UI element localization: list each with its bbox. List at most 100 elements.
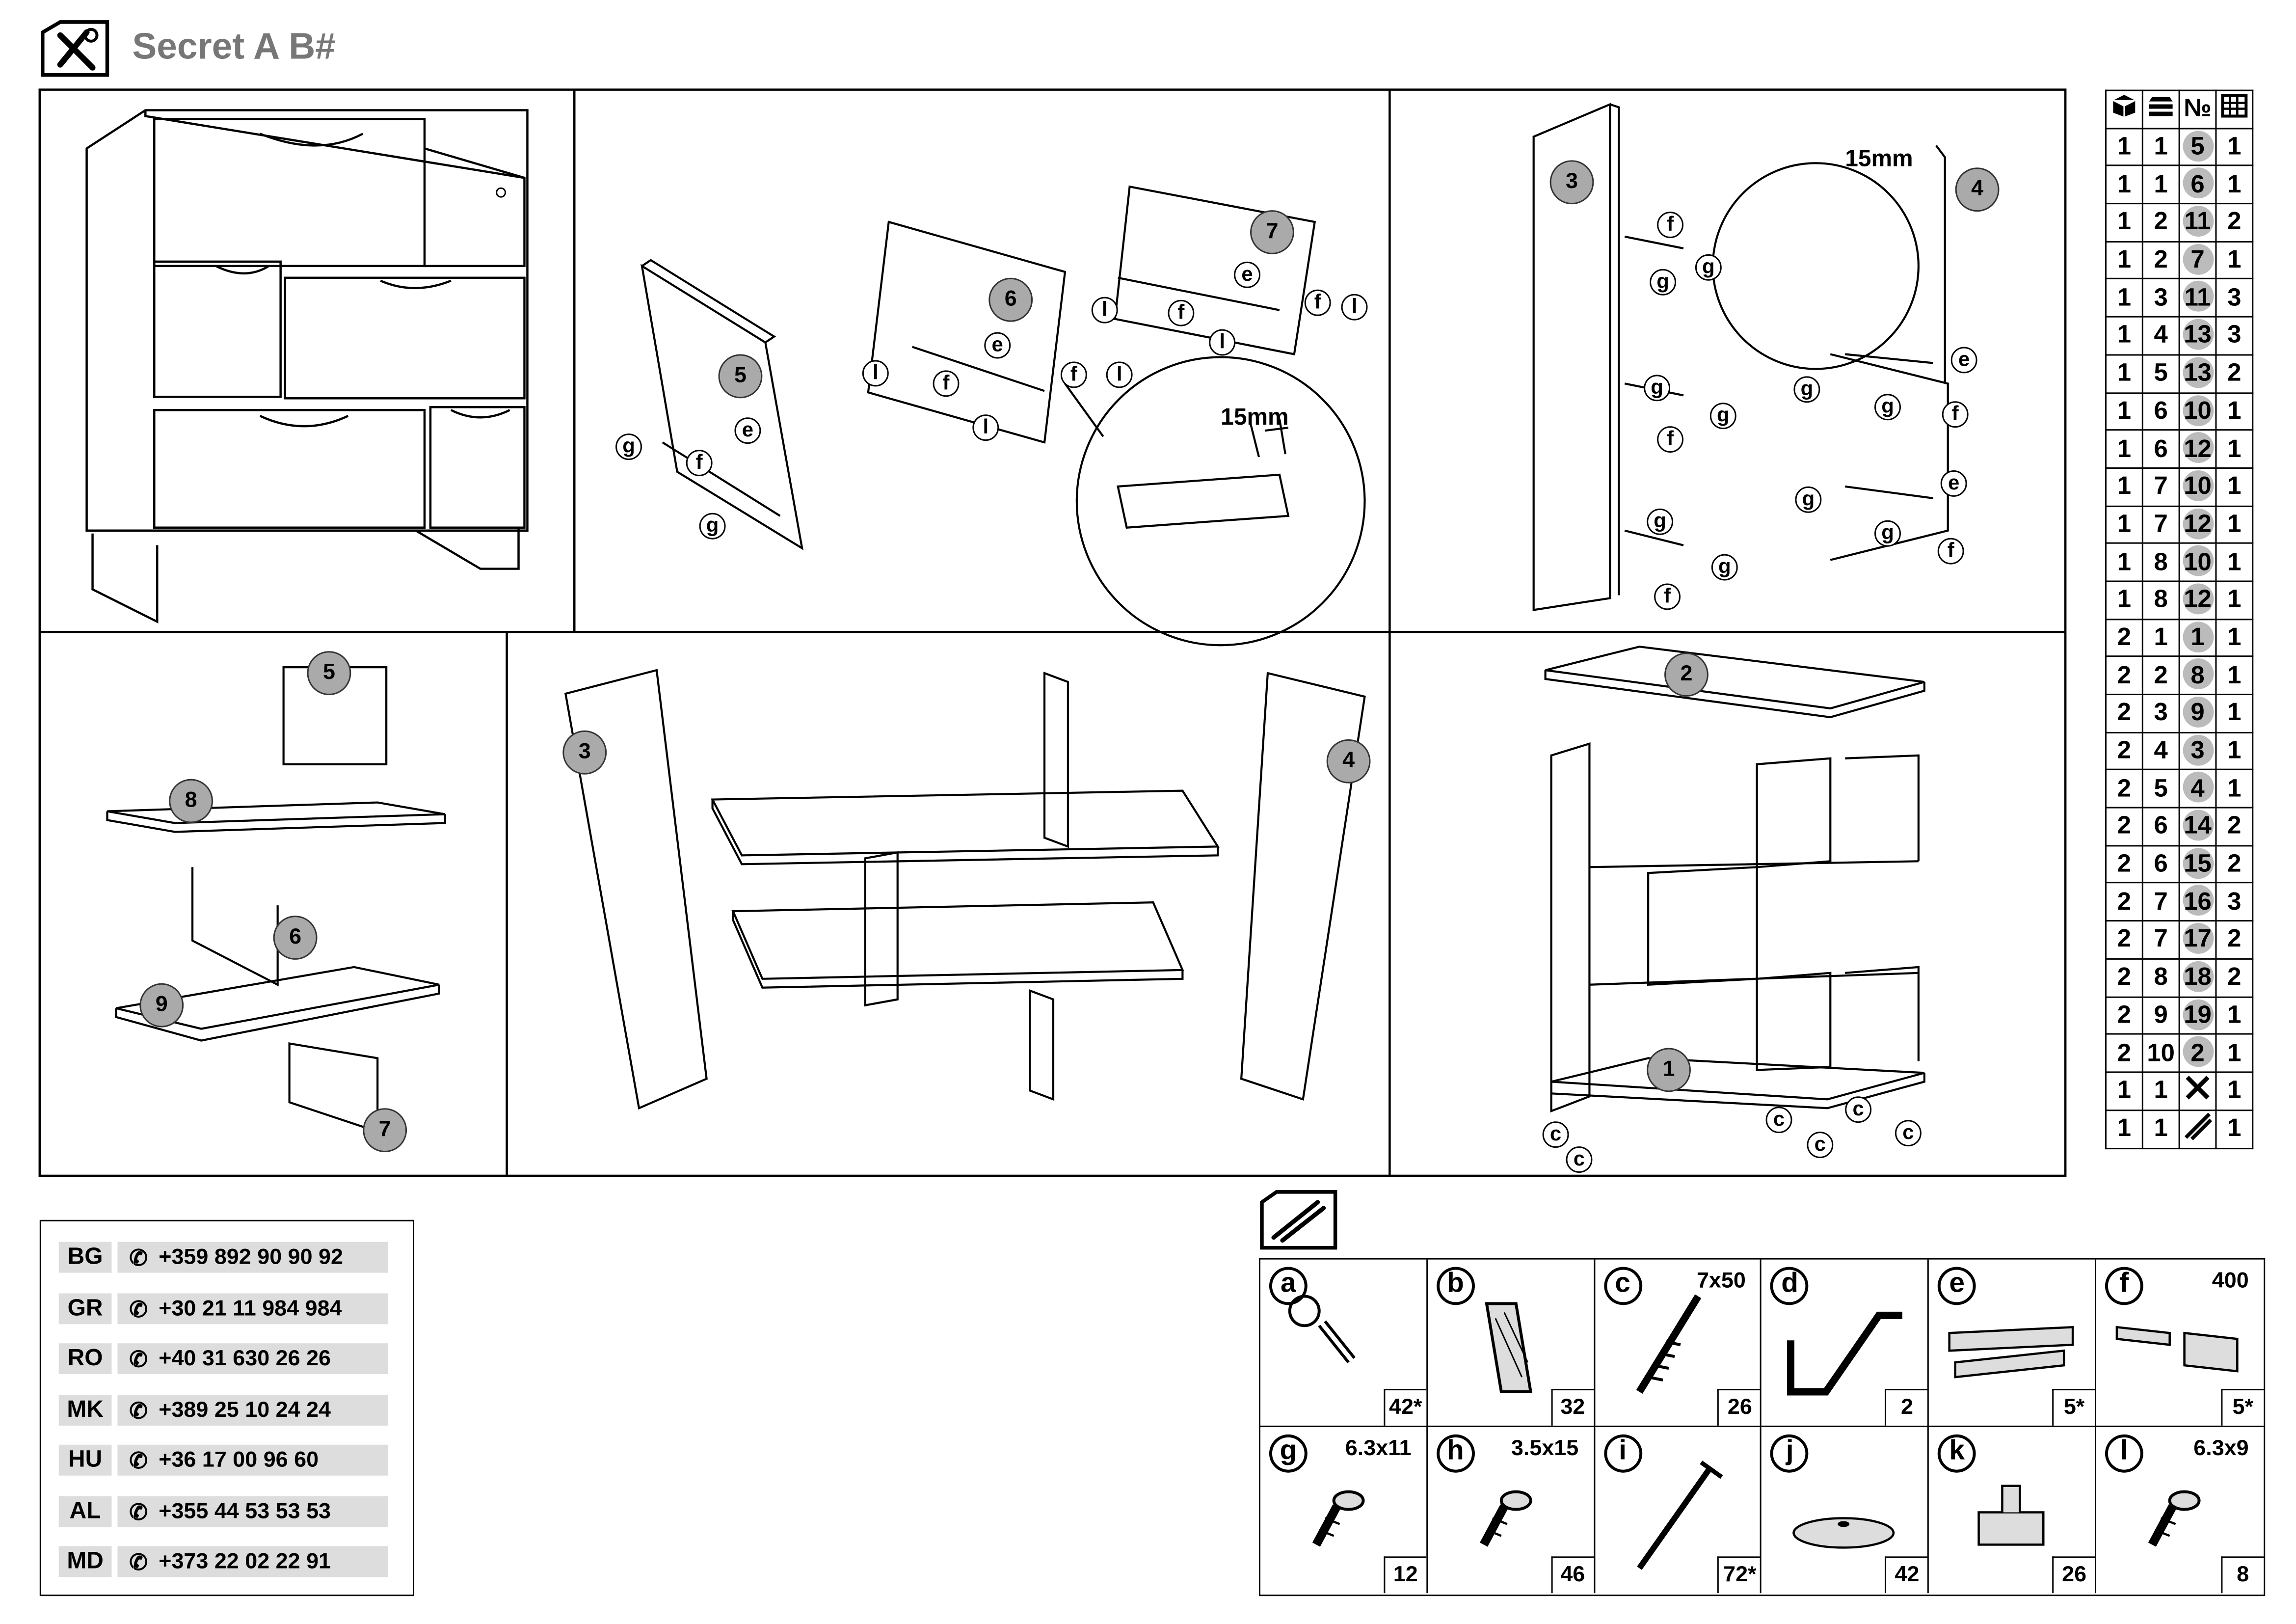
dimension-15mm: 15mm xyxy=(1845,147,1913,172)
hardware-size: 6.3x9 xyxy=(2193,1435,2249,1461)
panel-4-badge: 4 xyxy=(1955,167,2000,212)
panel-4-badge: 4 xyxy=(1326,739,1371,784)
spec-box: 1 xyxy=(2105,353,2143,393)
spec-part-number: 12 xyxy=(2178,505,2217,544)
spec-part-number: 13 xyxy=(2178,353,2217,393)
panel-8-badge: 8 xyxy=(169,779,213,823)
spec-layer: 5 xyxy=(2141,353,2180,393)
tools-icon xyxy=(40,20,110,77)
phone-icon: ✆ xyxy=(129,1297,148,1322)
hardware-quantity: 26 xyxy=(2052,1556,2095,1594)
spec-part-number: 6 xyxy=(2178,165,2217,205)
phone-icon: ✆ xyxy=(129,1500,148,1525)
country-code: MK xyxy=(58,1394,112,1425)
spec-layer: 4 xyxy=(2141,316,2180,355)
country-code: MD xyxy=(58,1546,112,1577)
spec-quantity: 1 xyxy=(2215,391,2254,431)
spec-box: 1 xyxy=(2105,278,2143,318)
country-code: HU xyxy=(58,1444,112,1476)
phone-icon: ✆ xyxy=(129,1449,148,1474)
spec-box: 2 xyxy=(2105,656,2143,696)
spec-quantity: 1 xyxy=(2215,656,2254,696)
spec-box: 1 xyxy=(2105,165,2143,205)
hardware-quantity: 72* xyxy=(1717,1556,1761,1594)
panel-5-badge: 5 xyxy=(718,354,763,399)
spec-layer: 1 xyxy=(2141,1109,2180,1149)
hardware-letter: l xyxy=(2105,1434,2143,1472)
phone-number: ✆+36 17 00 96 60 xyxy=(117,1444,388,1476)
spec-box: 1 xyxy=(2105,542,2143,582)
phone-number: ✆+40 31 630 26 26 xyxy=(117,1343,388,1375)
panel-5-badge: 5 xyxy=(307,651,351,696)
phone-icon: ✆ xyxy=(129,1348,148,1373)
contact-row: RO✆+40 31 630 26 26 xyxy=(58,1343,388,1375)
metal-leg-icon xyxy=(1788,1311,1903,1396)
hardware-quantity: 5* xyxy=(2220,1388,2264,1425)
spec-quantity: 1 xyxy=(2215,1071,2254,1111)
spec-layer: 3 xyxy=(2141,694,2180,733)
phone-number: ✆+389 25 10 24 24 xyxy=(117,1394,388,1425)
spec-part-number: 2 xyxy=(2178,1033,2217,1073)
page-title: Secret A B# xyxy=(132,26,336,68)
screw-icon xyxy=(2148,1489,2201,1546)
box-icon xyxy=(2105,89,2143,129)
spec-layer: 6 xyxy=(2141,429,2180,469)
spec-part-number: 14 xyxy=(2178,807,2217,846)
country-code: GR xyxy=(58,1292,112,1324)
finished-cabinet-drawing xyxy=(85,109,529,623)
panel-6-badge: 6 xyxy=(273,916,318,960)
panel-3-badge: 3 xyxy=(1549,160,1594,205)
spec-quantity: 1 xyxy=(2215,505,2254,544)
spec-part-number: 1 xyxy=(2178,618,2217,658)
spec-part-number: 10 xyxy=(2178,391,2217,431)
hardware-quantity: 2 xyxy=(1885,1388,1928,1425)
spec-part-number: 19 xyxy=(2178,996,2217,1035)
spec-quantity: 2 xyxy=(2215,844,2254,884)
hardware-quantity: 8 xyxy=(2220,1556,2264,1594)
spec-quantity: 2 xyxy=(2215,203,2254,243)
spec-layer: 2 xyxy=(2141,241,2180,280)
spec-part-number: 17 xyxy=(2178,920,2217,960)
spec-box: 2 xyxy=(2105,844,2143,884)
spec-layer: 3 xyxy=(2141,278,2180,318)
spec-quantity: 1 xyxy=(2215,165,2254,205)
hardware-letter: e xyxy=(1938,1267,1976,1305)
spec-layer: 7 xyxy=(2141,505,2180,544)
phone-number: ✆+355 44 53 53 53 xyxy=(117,1495,388,1526)
spec-box: 1 xyxy=(2105,467,2143,507)
contact-row: GR✆+30 21 11 984 984 xyxy=(58,1292,388,1324)
phone-icon: ✆ xyxy=(129,1246,148,1272)
spec-quantity: 2 xyxy=(2215,958,2254,998)
spec-layer: 4 xyxy=(2141,731,2180,771)
spec-quantity: 3 xyxy=(2215,882,2254,922)
spec-layer: 5 xyxy=(2141,769,2180,809)
runner-set-icon xyxy=(2115,1326,2239,1373)
spec-box: 1 xyxy=(2105,203,2143,243)
hardware-quantity: 12 xyxy=(1383,1556,1426,1594)
hardware-icon xyxy=(1259,1190,1338,1250)
screw-icon xyxy=(1479,1489,1532,1546)
spec-box: 1 xyxy=(2105,580,2143,620)
spec-box: 1 xyxy=(2105,505,2143,544)
glide-icon xyxy=(1977,1484,2045,1545)
spec-part-number: 10 xyxy=(2178,542,2217,582)
spec-layer: 8 xyxy=(2141,580,2180,620)
contact-row: MD✆+373 22 02 22 91 xyxy=(58,1546,388,1577)
panel-6-badge: 6 xyxy=(988,277,1033,322)
spec-layer: 6 xyxy=(2141,844,2180,884)
side-panel-runners-drawing xyxy=(1532,103,1949,611)
